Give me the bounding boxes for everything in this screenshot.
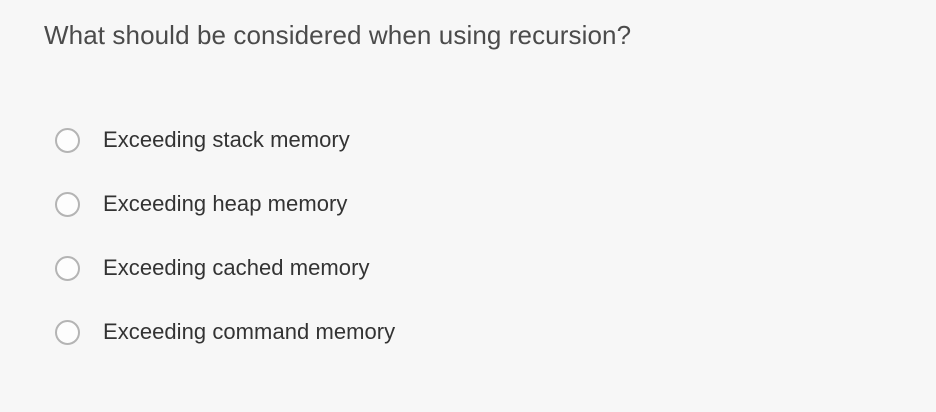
radio-dot-icon [62, 199, 73, 210]
radio-button-unchecked-icon[interactable] [55, 319, 80, 345]
answer-option-a[interactable]: Exceeding stack memory [44, 120, 864, 160]
answer-option-c[interactable]: Exceeding cached memory [44, 248, 864, 288]
radio-button-unchecked-icon[interactable] [55, 127, 80, 153]
radio-dot-icon [62, 327, 73, 338]
question-text: What should be considered when using rec… [44, 20, 632, 50]
answer-option-label: Exceeding heap memory [103, 191, 348, 216]
radio-button-unchecked-icon[interactable] [55, 255, 80, 281]
radio-dot-icon [62, 263, 73, 274]
answer-option-label: Exceeding cached memory [103, 255, 370, 280]
radio-button-unchecked-icon[interactable] [55, 191, 80, 217]
answer-options-list: Exceeding stack memory Exceeding heap me… [44, 120, 864, 352]
answer-option-b[interactable]: Exceeding heap memory [44, 184, 864, 224]
answer-option-d[interactable]: Exceeding command memory [44, 312, 864, 352]
radio-dot-icon [62, 135, 73, 146]
answer-option-label: Exceeding stack memory [103, 127, 350, 152]
answer-option-label: Exceeding command memory [103, 319, 396, 344]
